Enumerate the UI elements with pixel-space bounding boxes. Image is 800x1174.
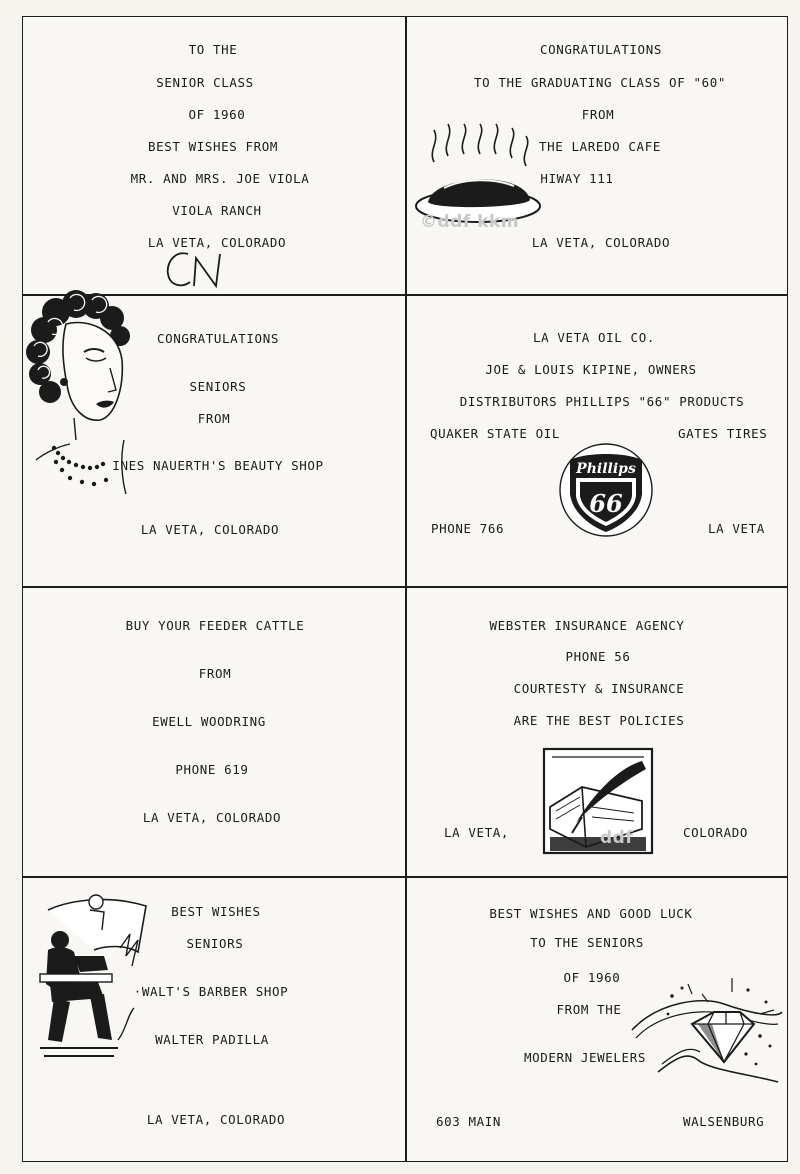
cattle-line-2: FROM [198,666,232,681]
beauty-line-5: LA VETA, COLORADO [140,522,280,537]
beauty-line-3: FROM [197,411,231,426]
viola-line-5: MR. AND MRS. JOE VIOLA [130,171,310,186]
signature-cn [166,252,221,289]
viola-line-3: OF 1960 [188,107,246,122]
laredo-line-6: LA VETA, COLORADO [531,235,671,250]
barber-line-5: LA VETA, COLORADO [146,1112,286,1127]
oil-town: LA VETA [708,521,765,536]
cattle-line-4: PHONE 619 [175,762,249,777]
viola-line-6: VIOLA RANCH [172,203,262,218]
webster-line-1: WEBSTER INSURANCE AGENCY [489,618,685,633]
viola-line-1: TO THE [188,42,238,57]
barber-line-1: BEST WISHES [171,904,261,919]
diamond-icon [631,978,783,1083]
cattle-line-5: LA VETA, COLORADO [142,810,282,825]
barber-line-4: WALTER PADILLA [155,1032,269,1047]
webster-la-veta: LA VETA, [444,825,510,840]
jewelers-address: 603 MAIN [436,1114,502,1129]
laredo-line-4: THE LAREDO CAFE [539,139,661,154]
laredo-line-5: HIWAY 111 [540,171,614,186]
phillips-66-logo: Phillips 66 [559,443,653,537]
viola-line-4: BEST WISHES FROM [147,139,279,154]
webster-watermark: ddf [600,828,634,848]
beauty-line-1: CONGRATULATIONS [157,331,279,346]
viola-line-2: SENIOR CLASS [156,75,254,90]
beauty-line-4: INES NAUERTH'S BEAUTY SHOP [112,458,324,473]
jewelers-town: WALSENBURG [683,1114,765,1129]
laredo-line-2: TO THE GRADUATING CLASS OF "60" [474,75,726,90]
oil-line-2: JOE & LOUIS KIPINE, OWNERS [485,362,697,377]
oil-line-3: DISTRIBUTORS PHILLIPS "66" PRODUCTS [459,394,745,409]
barber-line-3: ·WALT'S BARBER SHOP [133,984,289,999]
webster-colorado: COLORADO [683,825,749,840]
beauty-line-2: SENIORS [189,379,247,394]
oil-line-1: LA VETA OIL CO. [533,330,655,345]
cattle-line-3: EWELL WOODRING [152,714,266,729]
woman-portrait-icon [26,290,130,495]
quill-book-icon [542,747,654,855]
jewelers-line-3: OF 1960 [563,970,621,985]
webster-line-3: COURTESTY & INSURANCE [513,681,685,696]
phillips-logo-word: Phillips [575,461,636,477]
jewelers-line-1: BEST WISHES AND GOOD LUCK [489,906,693,921]
barber-chair-icon [39,894,147,1057]
laredo-watermark: ©ddf kkm [420,212,519,232]
jewelers-line-2: TO THE SENIORS [530,935,644,950]
laredo-line-3: FROM [581,107,615,122]
cattle-line-1: BUY YOUR FEEDER CATTLE [125,618,305,633]
row-divider-2 [22,586,788,588]
row-divider-3 [22,876,788,878]
hot-dish-icon [415,123,541,223]
jewelers-line-5: MODERN JEWELERS [524,1050,646,1065]
oil-quaker-state: QUAKER STATE OIL [430,426,561,441]
viola-line-7: LA VETA, COLORADO [147,235,287,250]
oil-gates-tires: GATES TIRES [678,426,768,441]
barber-line-2: SENIORS [186,936,244,951]
row-divider-1 [22,294,788,296]
phillips-logo-number: 66 [589,489,623,518]
webster-line-2: PHONE 56 [565,649,631,664]
webster-line-4: ARE THE BEST POLICIES [513,713,685,728]
laredo-line-1: CONGRATULATIONS [540,42,662,57]
oil-phone: PHONE 766 [431,521,505,536]
column-divider [405,16,407,1162]
jewelers-line-4: FROM THE [556,1002,622,1017]
